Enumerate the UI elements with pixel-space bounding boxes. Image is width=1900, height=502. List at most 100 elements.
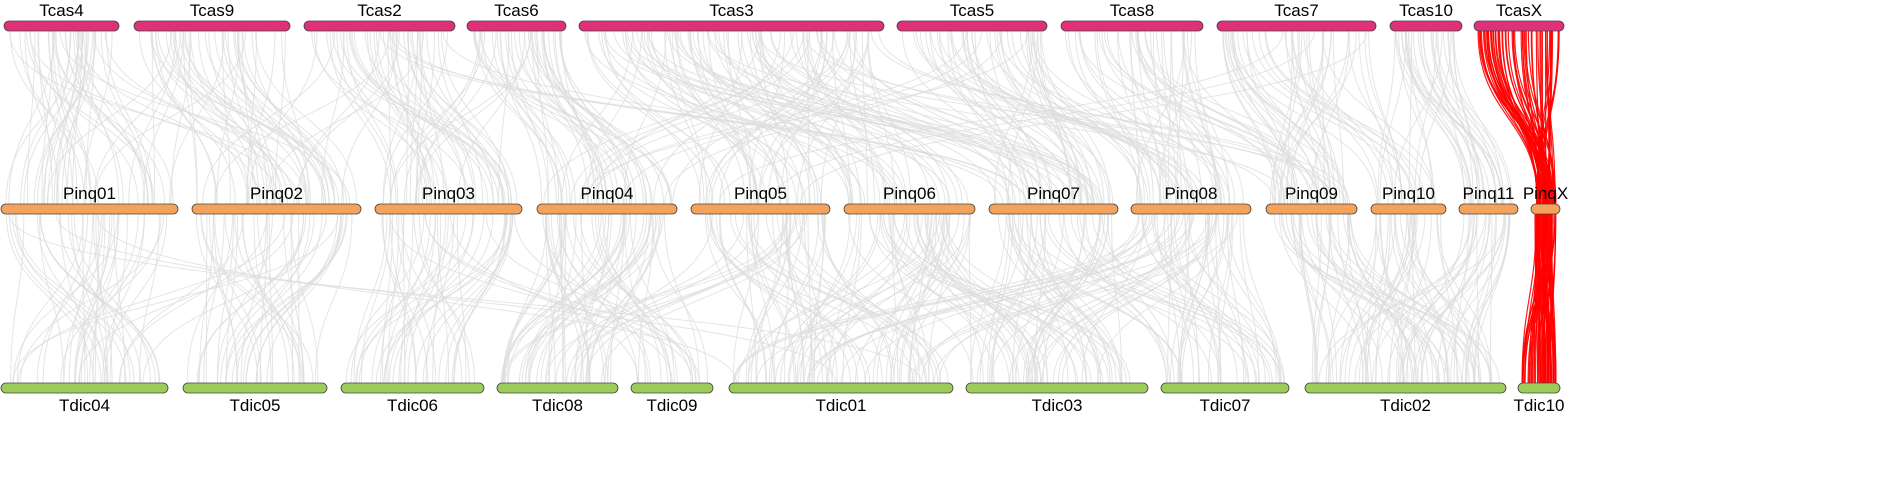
synteny-link xyxy=(513,213,692,384)
chromosome-label-pinq06: Pinq06 xyxy=(883,184,936,203)
chromosome-bar-tdic04 xyxy=(0,382,169,394)
synteny-link xyxy=(921,213,1140,384)
synteny-link xyxy=(1543,213,1549,384)
synteny-link xyxy=(246,30,276,205)
synteny-link xyxy=(1365,213,1377,384)
chromosome-label-tcas9: Tcas9 xyxy=(190,1,234,20)
synteny-link xyxy=(46,30,172,205)
synteny-link xyxy=(481,30,562,205)
chromosome-bar-tcas10 xyxy=(1389,20,1463,32)
synteny-link xyxy=(295,30,400,205)
synteny-link xyxy=(169,30,225,205)
synteny-link xyxy=(16,213,135,384)
synteny-link xyxy=(803,213,970,384)
synteny-link xyxy=(751,30,1044,205)
synteny-link xyxy=(664,30,1003,205)
synteny-link xyxy=(529,213,664,384)
synteny-link xyxy=(587,30,850,205)
synteny-link xyxy=(438,213,511,384)
synteny-link xyxy=(450,213,639,384)
chromosome-bar-pinqx xyxy=(1530,203,1561,215)
synteny-link xyxy=(554,30,600,205)
synteny-link xyxy=(605,30,702,205)
synteny-link xyxy=(597,213,678,384)
synteny-link xyxy=(1278,30,1357,205)
synteny-link xyxy=(1117,30,1216,205)
synteny-link xyxy=(1215,213,1222,384)
synteny-link xyxy=(502,213,626,384)
synteny-link xyxy=(1031,213,1086,384)
synteny-link xyxy=(945,213,1109,384)
chromosome-bar-tdic02 xyxy=(1304,382,1507,394)
synteny-link xyxy=(1227,213,1282,384)
synteny-link xyxy=(1161,30,1177,205)
synteny-link xyxy=(381,213,429,384)
synteny-link xyxy=(1096,30,1145,205)
synteny-link xyxy=(369,30,440,205)
synteny-link xyxy=(1300,213,1318,384)
chromosome-label-pinq08: Pinq08 xyxy=(1165,184,1218,203)
synteny-link xyxy=(536,30,549,205)
chromosome-bar-tcasx xyxy=(1473,20,1565,32)
synteny-link xyxy=(929,30,1036,205)
synteny-link xyxy=(768,213,827,384)
synteny-link xyxy=(1265,30,1436,205)
synteny-link xyxy=(746,213,757,384)
synteny-link xyxy=(591,213,672,384)
synteny-link xyxy=(1184,213,1200,384)
synteny-link xyxy=(989,30,1042,205)
synteny-link xyxy=(1399,213,1506,384)
synteny-link xyxy=(142,213,327,384)
chromosome-label-tdic06: Tdic06 xyxy=(387,396,438,415)
synteny-link xyxy=(757,30,1346,205)
synteny-link xyxy=(1396,213,1415,384)
chromosome-bar-pinq04 xyxy=(536,203,678,215)
synteny-link xyxy=(892,213,920,384)
synteny-link xyxy=(1013,213,1249,384)
synteny-link xyxy=(507,213,548,384)
synteny-link xyxy=(188,30,198,205)
synteny-link xyxy=(9,30,300,205)
synteny-link xyxy=(1315,213,1419,384)
chromosome-label-tcasx: TcasX xyxy=(1496,1,1542,20)
synteny-link xyxy=(221,30,231,205)
synteny-link xyxy=(432,213,442,384)
synteny-link xyxy=(1394,213,1459,384)
synteny-link xyxy=(811,213,1180,384)
synteny-link xyxy=(558,213,638,384)
synteny-link xyxy=(1081,213,1145,384)
synteny-link xyxy=(583,30,1029,205)
synteny-link xyxy=(1332,30,1344,205)
synteny-link xyxy=(1362,213,1411,384)
chromosome-label-tcas7: Tcas7 xyxy=(1274,1,1318,20)
synteny-link xyxy=(780,213,879,384)
synteny-link xyxy=(718,30,940,205)
synteny-link xyxy=(225,213,315,384)
synteny-link xyxy=(93,30,307,205)
synteny-link xyxy=(1131,30,1328,205)
chromosome-label-pinq11: Pinq11 xyxy=(1463,184,1515,203)
synteny-link xyxy=(1480,30,1540,205)
synteny-link xyxy=(214,30,390,205)
synteny-link xyxy=(1440,213,1458,384)
synteny-link xyxy=(976,213,1102,384)
synteny-link xyxy=(1141,213,1256,384)
synteny-link xyxy=(298,30,380,205)
synteny-link xyxy=(242,213,311,384)
synteny-link xyxy=(472,30,653,205)
synteny-link xyxy=(788,213,908,384)
synteny-link xyxy=(1529,213,1539,384)
synteny-link xyxy=(588,213,660,384)
chromosome-label-pinq04: Pinq04 xyxy=(581,184,634,203)
synteny-link xyxy=(1047,213,1270,384)
synteny-link xyxy=(1106,213,1175,384)
synteny-link xyxy=(1194,30,1216,205)
synteny-link xyxy=(705,213,775,384)
synteny-link xyxy=(817,30,1010,205)
synteny-link xyxy=(879,213,1010,384)
synteny-link xyxy=(350,213,425,384)
synteny-link xyxy=(1443,30,1513,205)
synteny-link xyxy=(1387,213,1478,384)
synteny-link xyxy=(78,213,294,384)
synteny-link xyxy=(366,30,433,205)
